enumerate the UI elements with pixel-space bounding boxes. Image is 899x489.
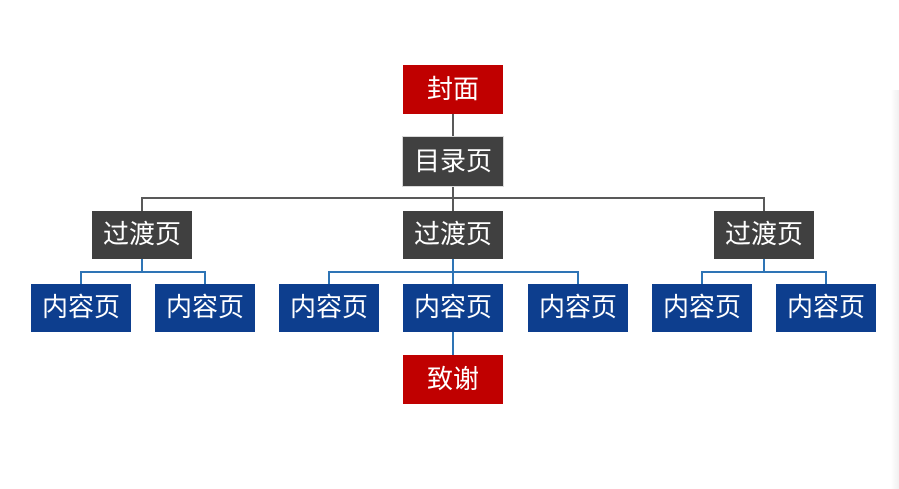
content-node-5: 内容页 [528, 284, 628, 332]
right-edge-shadow [891, 90, 899, 489]
content-node-3: 内容页 [279, 284, 379, 332]
cover-node: 封面 [403, 65, 503, 114]
thanks-node: 致谢 [403, 355, 503, 404]
content-node-2: 内容页 [155, 284, 255, 332]
transition-node-1: 过渡页 [92, 211, 192, 259]
transition-node-2: 过渡页 [403, 211, 503, 259]
content-node-4: 内容页 [403, 284, 503, 332]
transition-node-3: 过渡页 [714, 211, 814, 259]
toc-node: 目录页 [402, 136, 504, 187]
content-node-1: 内容页 [31, 284, 131, 332]
content-node-6: 内容页 [652, 284, 752, 332]
content-node-7: 内容页 [776, 284, 876, 332]
